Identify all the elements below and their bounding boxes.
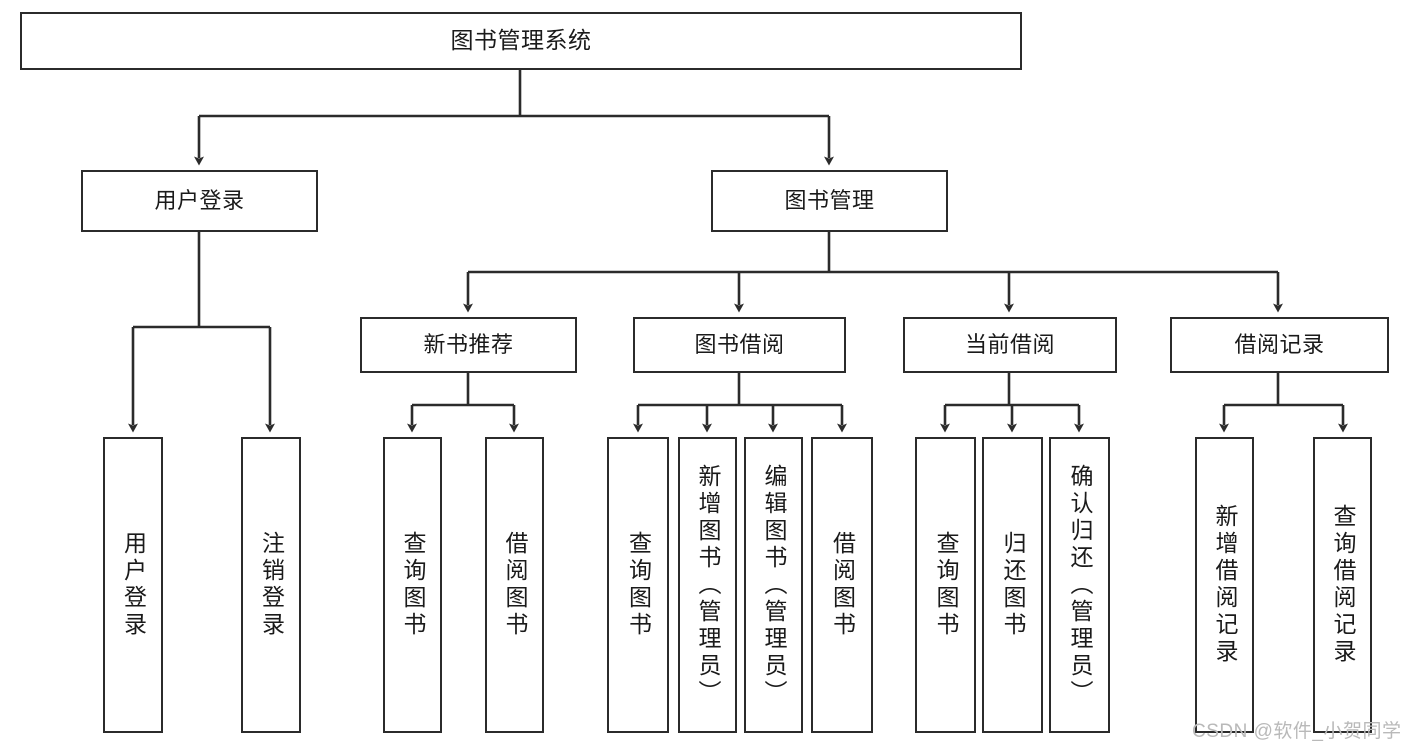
node-book-management[interactable]: 图书管理 [711, 170, 948, 232]
leaf-query-book-current[interactable]: 查询图书 [915, 437, 976, 733]
node-label: 图书管理 [784, 187, 875, 213]
node-root-system[interactable]: 图书管理系统 [20, 12, 1022, 70]
node-label: 新增借阅记录 [1212, 504, 1238, 666]
node-label: 编辑图书（管理员） [761, 463, 787, 707]
leaf-user-login[interactable]: 用户登录 [103, 437, 163, 733]
leaf-confirm-return-admin[interactable]: 确认归还（管理员） [1049, 437, 1110, 733]
node-label: 图书借阅 [694, 331, 785, 357]
node-label: 归还图书 [1000, 531, 1026, 639]
node-label: 确认归还（管理员） [1067, 463, 1093, 707]
leaf-query-book-borrow[interactable]: 查询图书 [607, 437, 669, 733]
node-label: 图书管理系统 [450, 27, 592, 54]
node-label: 查询图书 [933, 531, 959, 639]
leaf-borrow-book-borrow[interactable]: 借阅图书 [811, 437, 873, 733]
node-current-borrow[interactable]: 当前借阅 [903, 317, 1117, 373]
leaf-return-book[interactable]: 归还图书 [982, 437, 1043, 733]
node-label: 用户登录 [154, 187, 245, 213]
leaf-logout-login[interactable]: 注销登录 [241, 437, 301, 733]
leaf-add-book-admin[interactable]: 新增图书（管理员） [678, 437, 737, 733]
csdn-watermark: CSDN @软件_小贺同学 [1192, 721, 1402, 742]
leaf-query-borrow-record[interactable]: 查询借阅记录 [1313, 437, 1372, 733]
node-label: 借阅图书 [502, 531, 528, 639]
node-label: 查询图书 [400, 531, 426, 639]
node-label: 查询借阅记录 [1330, 504, 1356, 666]
leaf-add-borrow-record[interactable]: 新增借阅记录 [1195, 437, 1254, 733]
node-book-borrow[interactable]: 图书借阅 [633, 317, 846, 373]
node-label: 借阅图书 [829, 531, 856, 639]
leaf-borrow-book-recommend[interactable]: 借阅图书 [485, 437, 544, 733]
leaf-query-book-recommend[interactable]: 查询图书 [383, 437, 442, 733]
node-label: 查询图书 [625, 531, 652, 639]
node-label: 用户登录 [120, 531, 147, 639]
leaf-edit-book-admin[interactable]: 编辑图书（管理员） [744, 437, 803, 733]
node-user-login[interactable]: 用户登录 [81, 170, 318, 232]
node-new-book-recommend[interactable]: 新书推荐 [360, 317, 577, 373]
node-label: 当前借阅 [964, 331, 1055, 357]
node-label: 新增图书（管理员） [695, 463, 721, 707]
node-borrow-record[interactable]: 借阅记录 [1170, 317, 1389, 373]
node-label: 注销登录 [258, 531, 285, 639]
node-label: 新书推荐 [423, 331, 514, 357]
node-label: 借阅记录 [1234, 331, 1325, 357]
